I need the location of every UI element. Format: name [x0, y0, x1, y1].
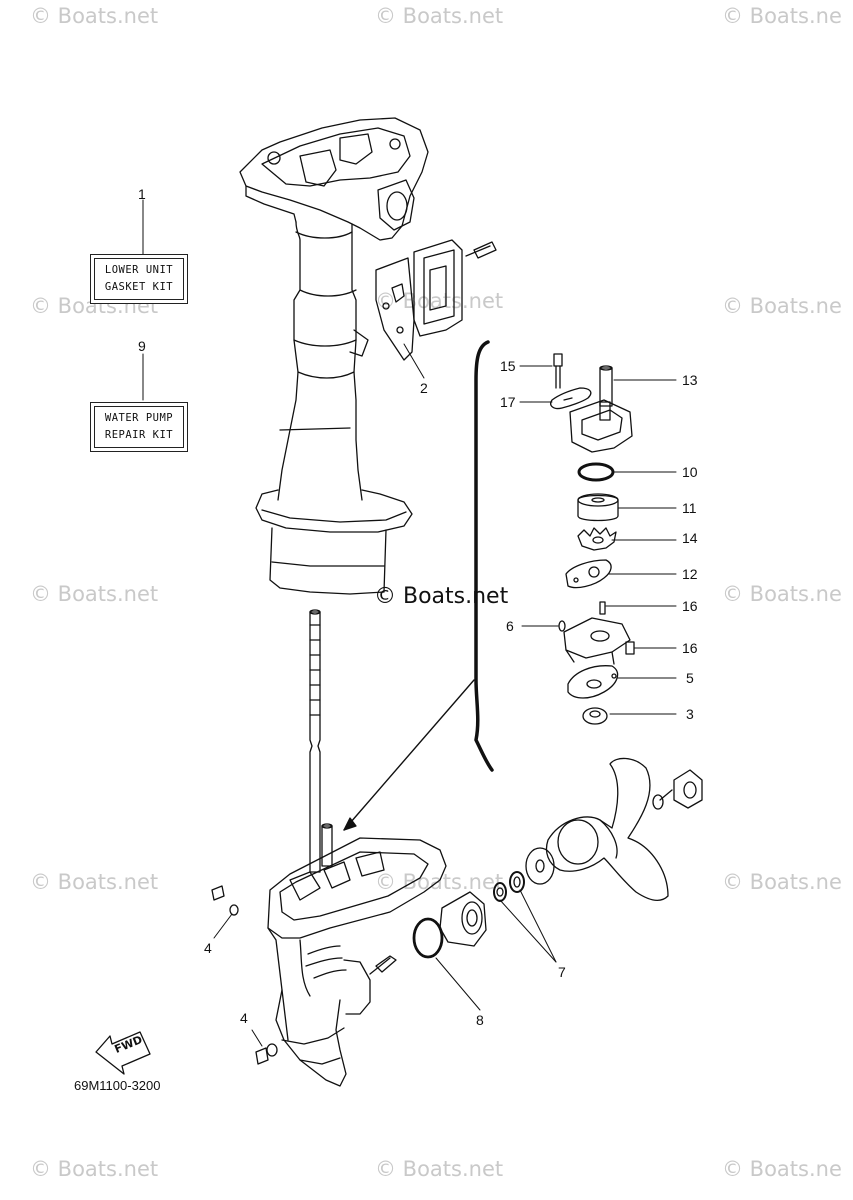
callout-14: 14 [682, 530, 698, 546]
watermark: © Boats.net [30, 870, 159, 894]
watermark: © Boats.ne [722, 870, 842, 894]
kit-label-line2: REPAIR KIT [104, 429, 174, 441]
callout-12: 12 [682, 566, 698, 582]
callout-2: 2 [420, 380, 428, 396]
callout-8: 8 [476, 1012, 484, 1028]
callout-13: 13 [682, 372, 698, 388]
propeller-parts-drawing [412, 757, 703, 959]
kit-label-line1: LOWER UNIT [104, 264, 174, 276]
watermark: © Boats.net [375, 4, 504, 28]
watermark: © Boats.net [375, 1157, 504, 1181]
callout-6: 6 [506, 618, 514, 634]
callout-16: 16 [682, 598, 698, 614]
watermark: © Boats.net [30, 1157, 159, 1181]
lower-unit-drawing [267, 823, 447, 1087]
callout-9: 9 [138, 338, 146, 354]
callout-15: 15 [500, 358, 516, 374]
drive-shaft-drawing [309, 609, 321, 873]
leader-lines [142, 199, 677, 1047]
kit-label-line2: GASKET KIT [104, 281, 174, 293]
watermark: © Boats.net [375, 870, 504, 894]
callout-1: 1 [138, 186, 146, 202]
lower-unit-gasket-kit-box: LOWER UNIT GASKET KIT [90, 254, 188, 304]
water-pump-drawing [343, 340, 635, 831]
watermark: © Boats.ne [722, 582, 842, 606]
callout-3: 3 [686, 706, 694, 722]
callout-16: 16 [682, 640, 698, 656]
gasket-and-cover-drawing [375, 239, 497, 361]
callout-4: 4 [204, 940, 212, 956]
upper-casing-drawing [239, 117, 429, 595]
callout-10: 10 [682, 464, 698, 480]
diagram-code: 69M1100-3200 [74, 1078, 161, 1093]
watermark: © Boats.net [30, 582, 159, 606]
watermark: © Boats.ne [722, 4, 842, 28]
kit-label-line1: WATER PUMP [104, 412, 174, 424]
callout-17: 17 [500, 394, 516, 410]
water-pump-repair-kit-box: WATER PUMP REPAIR KIT [90, 402, 188, 452]
watermark: © Boats.net [30, 4, 159, 28]
watermark: © Boats.ne [722, 1157, 842, 1181]
callout-11: 11 [682, 500, 697, 516]
callout-7: 7 [558, 964, 566, 980]
callout-5: 5 [686, 670, 694, 686]
fwd-arrow-icon [95, 1031, 151, 1075]
bolt-washer-drawing [211, 885, 278, 1065]
callout-4: 4 [240, 1010, 248, 1026]
watermark: © Boats.ne [722, 294, 842, 318]
center-watermark: © Boats.net [374, 584, 509, 609]
